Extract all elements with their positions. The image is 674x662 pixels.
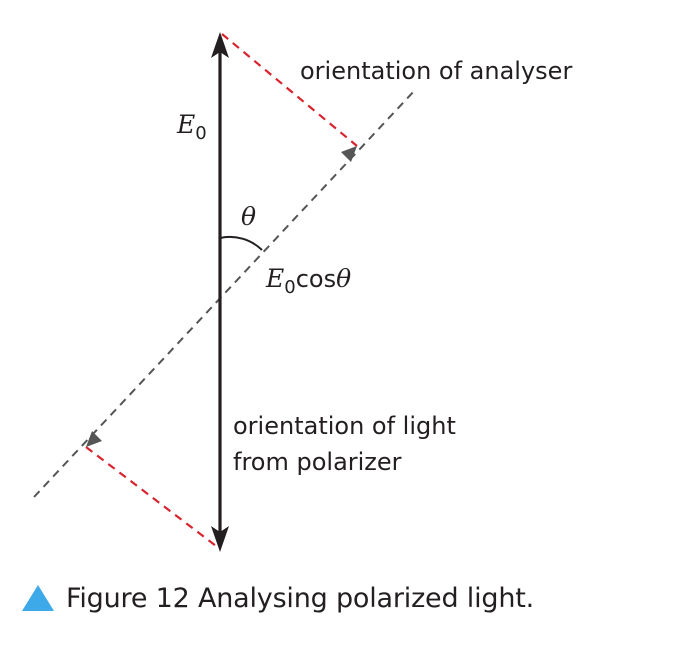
light-orientation-label-line1: orientation of light	[233, 412, 456, 440]
projection-line-top	[221, 33, 358, 147]
e0-subscript: 0	[195, 123, 206, 144]
theta-label: θ	[241, 202, 256, 231]
caption-text: Figure 12 Analysing polarized light.	[66, 582, 535, 614]
triangle-icon	[22, 585, 54, 611]
arrowhead-up-right-icon	[341, 146, 357, 162]
figure-caption: Figure 12 Analysing polarized light.	[22, 578, 534, 618]
theta-angle-arc	[219, 235, 263, 251]
e0-cos-theta-label: E0cosθ	[265, 264, 351, 298]
arrowhead-down-left-icon	[86, 431, 102, 447]
arrowhead-top-icon	[211, 32, 229, 58]
analyser-label: orientation of analyser	[300, 57, 572, 85]
projection-line-bottom	[85, 446, 221, 550]
e0-label: E0	[176, 110, 207, 144]
polarization-diagram: orientation of analyser E0 θ E0cosθ orie…	[33, 32, 572, 552]
light-orientation-label-line2: from polarizer	[233, 448, 402, 476]
arrowhead-bottom-icon	[211, 526, 229, 552]
